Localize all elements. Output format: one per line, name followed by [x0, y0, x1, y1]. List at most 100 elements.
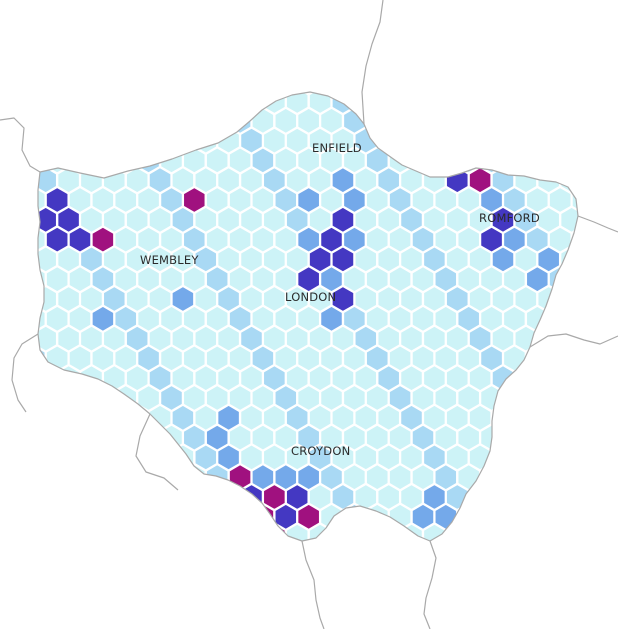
- hex-cell: [38, 246, 58, 273]
- hex-cell: [239, 523, 264, 541]
- hex-cell: [319, 147, 344, 174]
- hex-cell: [217, 364, 241, 392]
- hex-cell: [38, 325, 58, 352]
- hex-cell: [377, 246, 401, 273]
- hex-cell: [205, 92, 229, 95]
- hex-cell: [377, 364, 401, 392]
- hex-cell: [525, 384, 549, 412]
- hex-cell: [194, 325, 218, 352]
- hex-cell: [468, 246, 492, 273]
- hex-cell: [182, 503, 206, 531]
- hex-cell: [228, 424, 252, 451]
- hex-cell: [68, 384, 92, 412]
- hex-cell: [548, 345, 572, 372]
- hex-cell: [548, 107, 572, 135]
- boundary-line: [423, 540, 437, 629]
- hex-cell: [251, 345, 275, 372]
- hex-cell: [411, 186, 435, 214]
- hex-cell: [365, 107, 389, 135]
- hex-cell: [606, 405, 618, 430]
- hex-cell: [342, 345, 366, 372]
- hex-cell: [331, 523, 355, 541]
- hex-cell: [595, 69, 617, 94]
- hex-cell: [0, 524, 11, 549]
- hex-cell: [285, 127, 309, 154]
- hex-cell: [365, 424, 389, 451]
- label-enfield: ENFIELD: [312, 141, 362, 155]
- hex-cell: [217, 206, 241, 234]
- hex-cell: [584, 88, 606, 113]
- hex-cell: [491, 246, 515, 273]
- hex-cell: [514, 483, 538, 511]
- hex-cell: [502, 107, 526, 135]
- hex-cell: [148, 325, 172, 352]
- hex-cell: [445, 325, 469, 352]
- hex-cell: [571, 226, 578, 253]
- hex-cell: [468, 483, 492, 511]
- hex-cell: [91, 345, 115, 372]
- hex-cell: [377, 92, 401, 115]
- hex-cell: [251, 226, 275, 253]
- hex-cell: [491, 523, 515, 541]
- hex-cell: [137, 503, 161, 531]
- hex-cell: [584, 524, 606, 549]
- hex-cell: [194, 166, 218, 194]
- hex-cell: [148, 127, 172, 154]
- hex-cell: [45, 384, 69, 412]
- hex-cell: [321, 544, 343, 569]
- hex-cell: [537, 523, 561, 541]
- hex-cell: [595, 187, 617, 212]
- hex-cell: [239, 364, 264, 392]
- hex-cell: [1, 385, 23, 410]
- hex-cell: [606, 366, 618, 391]
- hex-cell: [148, 246, 172, 273]
- hex-cell: [377, 166, 401, 194]
- hex-cell: [194, 483, 218, 511]
- hex-cell: [274, 424, 298, 451]
- hex-cell: [114, 107, 138, 135]
- hex-cell: [308, 523, 332, 541]
- hex-cell: [422, 285, 446, 313]
- hex-cell: [548, 503, 572, 531]
- hex-cell: [23, 544, 45, 569]
- hex-cell: [388, 186, 412, 214]
- hex-cell: [297, 92, 321, 95]
- hex-cell: [388, 463, 412, 491]
- hex-cell: [252, 544, 274, 569]
- hex-cell: [514, 285, 538, 313]
- hex-cell: [159, 345, 184, 372]
- hex-cell: [38, 463, 46, 491]
- hex-cell: [79, 404, 104, 432]
- hex-cell: [262, 483, 286, 511]
- hex-cell: [159, 503, 184, 531]
- hex-cell: [537, 246, 561, 273]
- hex-cell: [319, 384, 344, 412]
- hex-cell: [239, 444, 264, 471]
- hex-cell: [262, 206, 286, 234]
- hex-cell: [12, 405, 34, 430]
- hex-cell: [46, 544, 68, 569]
- hex-cell: [68, 186, 92, 214]
- hex-cell: [171, 444, 195, 471]
- hex-cell: [194, 523, 218, 541]
- hex-cell: [171, 285, 195, 313]
- hex-cell: [342, 147, 366, 174]
- hex-cell: [251, 186, 275, 214]
- hex-cell: [0, 326, 11, 351]
- hex-cell: [457, 384, 481, 412]
- hex-cell: [457, 92, 481, 95]
- hex-cell: [399, 483, 424, 511]
- hex-cell: [137, 424, 161, 451]
- hex-cell: [38, 523, 58, 541]
- hex-cell: [434, 384, 458, 412]
- hex-cell: [595, 148, 617, 173]
- hex-cell: [194, 285, 218, 313]
- hex-cell: [45, 463, 69, 491]
- hex-cell: [1, 227, 23, 252]
- hex-cell: [571, 305, 578, 333]
- hex-cell: [514, 404, 538, 432]
- hex-cell: [91, 503, 115, 531]
- hex-cell: [468, 92, 492, 115]
- hex-cell: [91, 265, 115, 293]
- hex-cell: [102, 285, 126, 313]
